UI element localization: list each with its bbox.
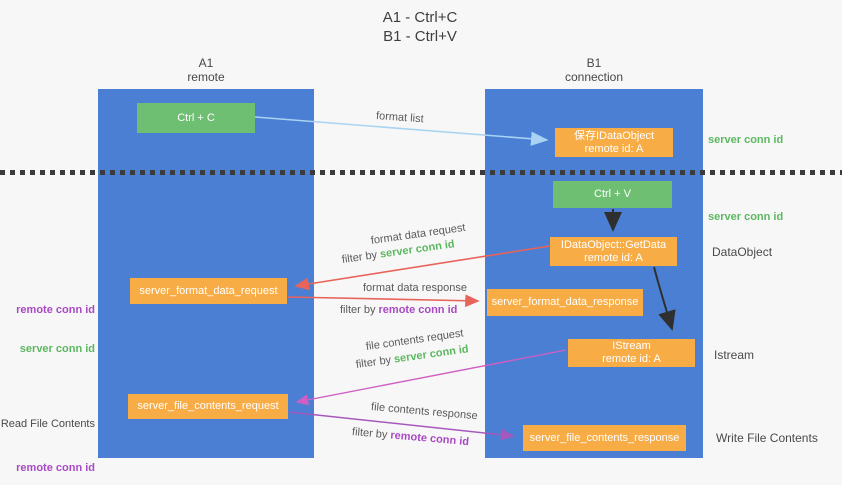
- edge-label-format-data-response: format data response: [363, 282, 467, 294]
- right-label-server-conn-id-top: server conn id: [708, 134, 784, 146]
- left-label-read-file-contents: Read File Contents: [0, 418, 95, 430]
- server-format-data-response-label: server_format_data_response: [491, 296, 639, 308]
- edge-label-filter-format-response: filter by remote conn id: [340, 304, 457, 317]
- lane-b1-subtitle: connection: [564, 70, 624, 84]
- lane-a1-name: A1: [198, 56, 214, 70]
- server-file-contents-response-label: server_file_contents_response: [529, 431, 680, 444]
- save-idataobject-line1: 保存IDataObject: [573, 129, 655, 142]
- arrow-format-data-response: [287, 294, 480, 308]
- remote-conn-id-text: remote conn id: [389, 429, 470, 449]
- node-idataobject-getdata: IDataObject::GetData remote id: A: [550, 237, 677, 266]
- lane-b1-name: B1: [586, 56, 602, 70]
- server-format-data-request-label: server_format_data_request: [139, 284, 278, 297]
- node-server-format-data-response: server_format_data_response: [487, 289, 643, 316]
- ctrl-v-label: Ctrl + V: [594, 188, 631, 200]
- title-line-1: A1 - Ctrl+C: [382, 9, 458, 26]
- edge-label-filter-file-response: filter by remote conn id: [351, 426, 470, 449]
- left-labels-mid: remote conn id server conn id: [0, 278, 95, 382]
- lane-a1-subtitle: remote: [187, 70, 225, 84]
- istream-line2: remote id: A: [602, 353, 661, 365]
- filter-by-text: filter by: [340, 304, 379, 316]
- istream-line1: IStream: [612, 340, 651, 352]
- filter-by-text: filter by: [355, 353, 395, 371]
- right-label-server-conn-id-mid: server conn id: [708, 211, 784, 223]
- left-label-remote-conn-id: remote conn id: [16, 304, 95, 316]
- filter-by-text: filter by: [351, 426, 391, 442]
- lane-header-b1: B1 connection: [485, 56, 703, 84]
- right-label-istream: Istream: [714, 348, 755, 362]
- filter-by-text: filter by: [341, 248, 381, 266]
- node-ctrl-v: Ctrl + V: [553, 181, 672, 208]
- edge-label-file-contents-response: file contents response: [370, 401, 479, 423]
- left-label-remote-conn-id-bottom: remote conn id: [16, 462, 95, 474]
- lane-header-a1: A1 remote: [98, 56, 314, 84]
- node-ctrl-c: Ctrl + C: [137, 103, 255, 133]
- left-labels-bottom: Read File Contents remote conn id server…: [0, 392, 95, 485]
- right-label-write-file-contents: Write File Contents: [716, 431, 818, 445]
- edge-label-format-list: format list: [375, 110, 425, 126]
- phase-divider-dotted-line: [0, 170, 842, 175]
- node-istream: IStream remote id: A: [568, 339, 695, 367]
- node-server-file-contents-response: server_file_contents_response: [523, 425, 686, 451]
- node-server-format-data-request: server_format_data_request: [130, 278, 287, 304]
- server-file-contents-request-label: server_file_contents_request: [137, 400, 279, 412]
- left-label-server-conn-id: server conn id: [19, 343, 95, 355]
- diagram-title: A1 - Ctrl+C B1 - Ctrl+V: [330, 8, 510, 46]
- title-line-2: B1 - Ctrl+V: [383, 28, 457, 45]
- right-label-dataobject: DataObject: [712, 245, 773, 259]
- getdata-line1: IDataObject::GetData: [560, 238, 667, 251]
- getdata-line2: remote id: A: [584, 251, 643, 264]
- node-save-idataobject: 保存IDataObject remote id: A: [555, 128, 673, 157]
- remote-conn-id-text: remote conn id: [378, 304, 458, 316]
- save-idataobject-line2: remote id: A: [584, 142, 644, 155]
- node-server-file-contents-request: server_file_contents_request: [128, 394, 288, 419]
- ctrl-c-label: Ctrl + C: [177, 111, 215, 124]
